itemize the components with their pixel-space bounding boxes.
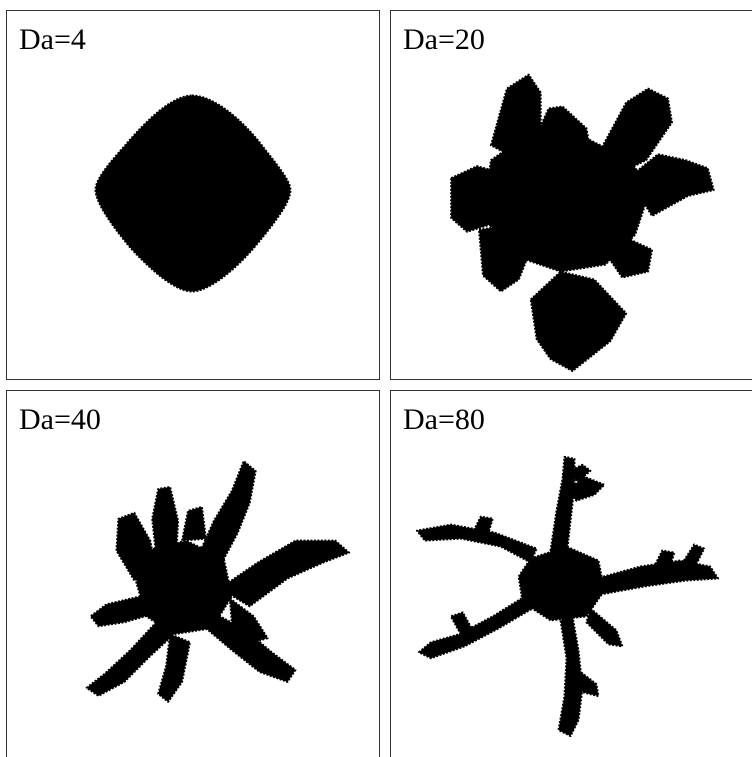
panel-da-20: Da=20 [390,10,752,380]
compact-dissolution-pattern [94,94,292,293]
ramified-dissolution-pattern [85,460,351,703]
panel-label-da-4: Da=4 [19,23,86,56]
panel-label-da-20: Da=20 [403,23,485,56]
wormhole-dissolution-pattern [450,73,715,373]
panel-label-da-80: Da=80 [403,403,485,436]
dendritic-dissolution-pattern [415,455,720,738]
panel-da-4: Da=4 [6,10,380,380]
panel-da-80: Da=80 [390,390,752,757]
panel-da-40: Da=40 [6,390,380,757]
panel-label-da-40: Da=40 [19,403,101,436]
